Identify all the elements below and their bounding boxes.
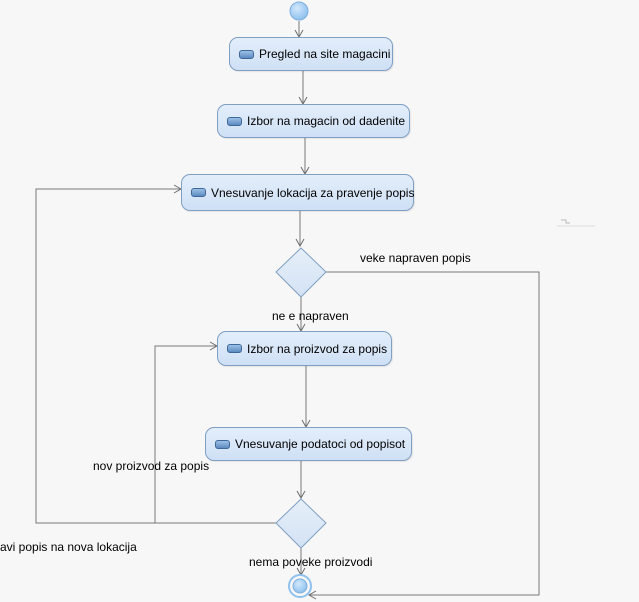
action-icon bbox=[227, 116, 242, 126]
guard-label-veke-napraven: veke napraven popis bbox=[360, 251, 471, 265]
guard-label-nov-proizvod: nov proizvod za popis bbox=[93, 459, 210, 473]
guard-label-ne-e-napraven: ne e napraven bbox=[272, 309, 349, 323]
activity-label: Vnesuvanje lokacija za pravenje popis bbox=[211, 185, 415, 200]
initial-node[interactable] bbox=[289, 1, 309, 21]
stray-mark bbox=[557, 219, 595, 227]
action-icon bbox=[191, 188, 206, 197]
guard-label-nema-poveke: nema poveke proizvodi bbox=[249, 555, 373, 569]
activity-vnesuvanje-lokacija[interactable]: Vnesuvanje lokacija za pravenje popis bbox=[181, 174, 414, 211]
decision-node-popis[interactable] bbox=[275, 247, 327, 298]
action-icon bbox=[215, 439, 230, 449]
guard-label-nova-lokacija: avi popis na nova lokacija bbox=[0, 540, 137, 554]
activity-label: Vnesuvanje podatoci od popisot bbox=[235, 437, 406, 451]
decision-node-proizvodi[interactable] bbox=[275, 498, 327, 549]
final-node-inner bbox=[292, 578, 308, 594]
activity-label: Izbor na magacin od dadenite bbox=[247, 114, 406, 128]
activity-label: Pregled na site magacini bbox=[259, 47, 391, 61]
activity-pregled-na-site-magacini[interactable]: Pregled na site magacini bbox=[229, 37, 393, 71]
activity-izbor-na-magacin[interactable]: Izbor na magacin od dadenite bbox=[217, 104, 410, 138]
action-icon bbox=[239, 49, 254, 59]
activity-vnesuvanje-podatoci[interactable]: Vnesuvanje podatoci od popisot bbox=[205, 427, 412, 461]
activity-izbor-na-proizvod[interactable]: Izbor na proizvod za popis bbox=[217, 331, 392, 366]
flow-nova-lokacija-loop[interactable] bbox=[35, 184, 276, 524]
action-icon bbox=[227, 344, 242, 353]
flow-veke-napraven-to-final[interactable] bbox=[307, 271, 540, 600]
activity-label: Izbor na proizvod za popis bbox=[247, 341, 388, 356]
